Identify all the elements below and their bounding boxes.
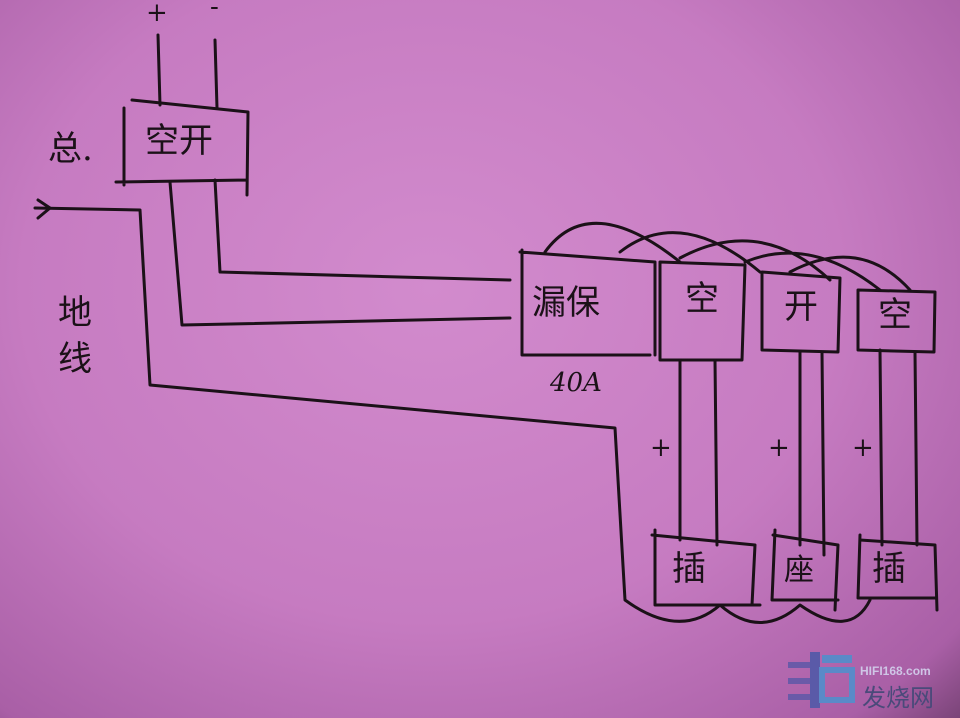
breaker-box-2: [760, 270, 842, 354]
polarity-mark-1: +: [650, 433, 672, 463]
supply-wire-minus: [213, 38, 219, 110]
breaker-box-1: [658, 260, 747, 362]
polarity-mark-3: +: [852, 433, 874, 463]
rcd-box: [518, 248, 657, 357]
output-wires: [678, 348, 919, 557]
ground-wire: [33, 206, 872, 624]
breaker-label-3: 空: [878, 295, 912, 335]
main-breaker-box: [114, 98, 250, 197]
main-breaker-label: 空开: [145, 121, 213, 161]
supply-wire-plus: [156, 33, 162, 107]
wire-neutral: [168, 180, 512, 327]
outlet-box-3: [856, 533, 939, 612]
outlet-label-3: 插: [872, 549, 906, 589]
wire-live: [213, 178, 512, 282]
supply-minus-label: -: [210, 0, 219, 22]
breaker-label-2: 开: [784, 287, 818, 327]
bridge-wires: [543, 221, 912, 292]
watermark-site: HIFI168.com: [860, 664, 931, 678]
supply-plus-label: +: [146, 0, 168, 28]
breaker-label-1: 空: [685, 279, 719, 319]
outlet-label-2: 座: [784, 553, 814, 588]
outlet-label-1: 插: [672, 549, 706, 589]
outlet-box-2: [770, 528, 840, 612]
ground-label: 地线: [58, 293, 92, 379]
rcd-rating: 40A: [550, 368, 602, 398]
main-breaker-prefix: 总.: [48, 129, 93, 169]
rcd-label: 漏保: [532, 283, 600, 323]
ground-arrow: [36, 198, 52, 220]
outlet-box-1: [650, 528, 762, 607]
polarity-mark-2: +: [768, 433, 790, 463]
watermark-name: 发烧网: [862, 685, 934, 712]
